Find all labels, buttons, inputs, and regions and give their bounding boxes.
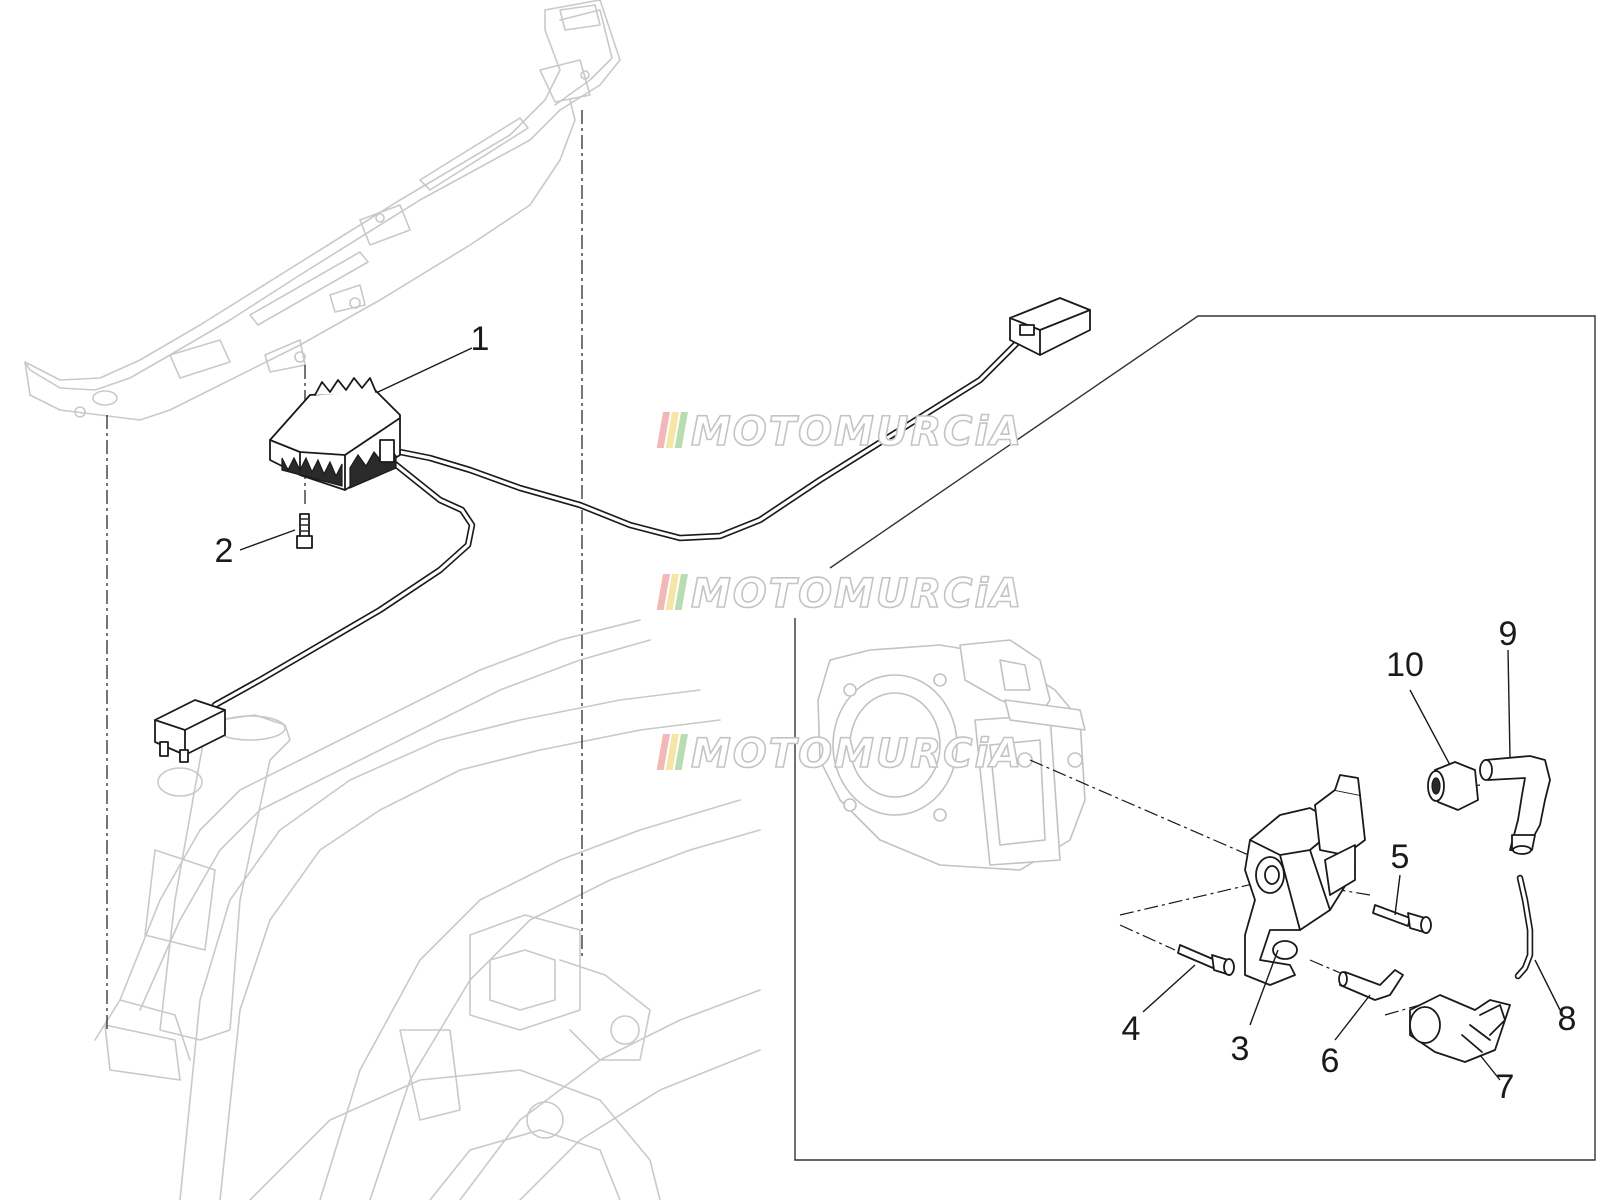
watermark-1: MOTOMURCiA — [656, 408, 1023, 456]
detail-box — [794, 315, 1596, 1161]
connector-lower — [154, 699, 226, 763]
watermark-3: MOTOMURCiA — [656, 730, 1023, 778]
callout-10: 10 — [1386, 646, 1424, 684]
ignition-coil-part-3 — [1244, 774, 1366, 986]
callout-2: 2 — [215, 532, 234, 570]
wiring-harness — [211, 336, 1024, 709]
grommet-part-10 — [1427, 761, 1479, 811]
leader-lines — [239, 347, 1561, 1081]
watermark-2: MOTOMURCiA — [656, 570, 1023, 618]
callout-7: 7 — [1496, 1068, 1515, 1106]
callout-5: 5 — [1391, 838, 1410, 876]
callout-9: 9 — [1499, 615, 1518, 653]
watermark-text-1: MOTOMURCiA — [691, 409, 1023, 455]
bolt-part-4 — [1177, 944, 1235, 976]
voltage-regulator — [269, 377, 401, 491]
connector-upper — [1009, 297, 1091, 356]
callout-1: 1 — [471, 320, 490, 358]
chassis-frame — [24, 0, 761, 1200]
engine-cylinder — [817, 639, 1086, 871]
watermark-text-2: MOTOMURCiA — [691, 571, 1023, 617]
watermark-text-3: MOTOMURCiA — [691, 731, 1023, 777]
callout-6: 6 — [1321, 1042, 1340, 1080]
ht-lead-part-8 — [1514, 874, 1534, 980]
callout-8: 8 — [1558, 1000, 1577, 1038]
callout-3: 3 — [1231, 1030, 1250, 1068]
callout-numbers: 1 2 3 4 5 6 7 8 9 10 — [215, 320, 1577, 1106]
elbow-connector-part-6 — [1338, 969, 1404, 1001]
spark-plug-cap-part-7 — [1409, 994, 1511, 1063]
callout-4: 4 — [1122, 1010, 1141, 1048]
bolt-part-5 — [1372, 904, 1432, 934]
screw-part-2 — [296, 513, 313, 549]
angled-cap-part-9 — [1479, 755, 1551, 855]
